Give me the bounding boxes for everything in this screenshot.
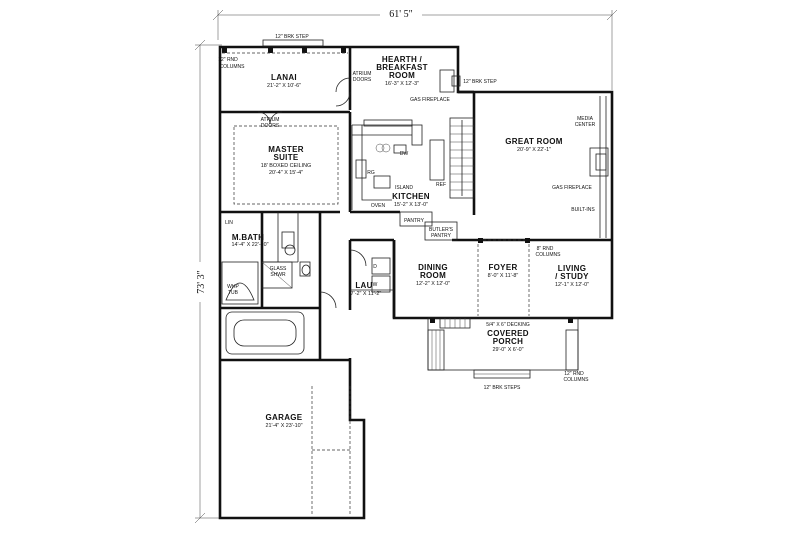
whp-tub-note-1: WHP (227, 284, 239, 290)
depth-dimension: 73' 3" (192, 39, 222, 524)
hearth-label-2: BREAKFAST (376, 63, 428, 72)
dining-label-1: DINING (418, 263, 448, 272)
butlers-pantry-note-1: BUTLER'S (429, 227, 454, 233)
gas-fireplace-great-note: GAS FIREPLACE (552, 185, 592, 191)
decking-note: 5/4" X 6" DECKING (486, 322, 530, 328)
dw-note: DW (400, 151, 409, 157)
glass-shower-note-2: SHWR (270, 272, 286, 278)
brk-step-top-note: 12" BRK STEP (275, 34, 309, 40)
porch-label-2: PORCH (493, 337, 523, 346)
hearth-label-3: ROOM (389, 71, 415, 80)
pantry-note: PANTRY (404, 218, 424, 224)
whp-tub-note-2: TUB (228, 290, 239, 296)
dining-label-2: ROOM (420, 271, 446, 280)
glass-shower-note-1: GLASS (270, 266, 287, 272)
rnd-columns-bottom-note-2: COLUMNS (563, 377, 589, 383)
rnd-columns-8-note-2: COLUMNS (535, 252, 561, 258)
atrium-note-1: ATRIUM (353, 71, 372, 77)
garage-label: GARAGE (266, 413, 303, 422)
dining-size: 12'-2" X 12'-0" (416, 281, 450, 287)
garage-size: 21'-4" X 23'-10" (265, 423, 302, 429)
ref-note: REF (436, 182, 446, 188)
lanai-details (222, 39, 351, 107)
hearth-label-1: HEARTH / (382, 55, 423, 64)
rnd-columns-bottom-note-1: 12" RND (564, 371, 584, 377)
oven-note: OVEN (371, 203, 386, 209)
master-ceiling-note: 18' BOXED CEILING (261, 163, 311, 169)
living-size: 12'-1" X 12'-0" (555, 282, 589, 288)
laundry-appliances (319, 249, 391, 309)
great-room-label: GREAT ROOM (505, 137, 563, 146)
boxed-ceiling (233, 125, 339, 205)
washer-note: W (373, 282, 378, 288)
atrium-note-2: DOORS (353, 77, 372, 83)
living-label-1: LIVING (558, 264, 586, 273)
built-ins-note: BUILT-INS (571, 207, 595, 213)
garage-doors (311, 386, 351, 516)
foyer-label: FOYER (488, 263, 517, 272)
hearth-size: 16'-3" X 12'-3" (385, 81, 419, 87)
porch-size: 29'-0" X 6'-0" (492, 347, 523, 353)
lanai-size: 21'-2" X 10'-6" (267, 83, 301, 89)
width-dimension-label: 61' 5" (389, 9, 412, 20)
gas-fireplace-top-note: GAS FIREPLACE (410, 97, 450, 103)
dryer-note: D (373, 264, 377, 270)
rg-note: RG (367, 170, 375, 176)
mbath-label: M.BATH (232, 233, 264, 242)
mbath-size: 14'-4" X 22'-10" (231, 242, 268, 248)
laundry-size: 7'-2" X 11'-2" (351, 291, 382, 297)
foyer-porch-details (427, 238, 579, 379)
lin-note: LIN (225, 220, 233, 226)
foyer-size: 8'-0" X 11'-8" (488, 273, 519, 279)
rnd-columns-left-note-1: 12" RND (218, 57, 238, 63)
kitchen-counters (351, 119, 445, 210)
great-room-features (589, 96, 609, 238)
depth-dimension-label: 73' 3" (196, 270, 207, 293)
master-size: 20'-4" X 15'-4" (269, 170, 303, 176)
master-label-1: MASTER (268, 145, 304, 154)
great-room-size: 20'-9" X 22'-1" (517, 147, 551, 153)
laundry-label: LAU (355, 281, 372, 290)
hearth-fireplace (439, 69, 455, 93)
pantry-box (399, 211, 433, 227)
lanai-label: LANAI (271, 73, 297, 82)
atrium-master-note-2: DOORS (261, 123, 280, 129)
kitchen-size: 15'-2" X 13'-0" (394, 202, 428, 208)
living-label-2: / STUDY (555, 272, 589, 281)
width-dimension: 61' 5" (212, 6, 618, 90)
atrium-master-note-1: ATRIUM (261, 117, 280, 123)
media-center-note-1: MEDIA (577, 116, 594, 122)
master-label-2: SUITE (273, 153, 298, 162)
kitchen-label: KITCHEN (392, 192, 430, 201)
butler-pantry-box (424, 221, 458, 241)
brk-steps-bottom-note: 12" BRK STEPS (484, 385, 521, 391)
media-center-note-2: CENTER (575, 122, 596, 128)
island-note: ISLAND (395, 185, 413, 191)
rnd-columns-8-note-1: 8" RND (537, 246, 554, 252)
butlers-pantry-note-2: PANTRY (431, 233, 451, 239)
stairs (449, 117, 475, 199)
brk-step-right-note: 12" BRK STEP (463, 79, 497, 85)
rnd-columns-left-note-2: COLUMNS (219, 64, 245, 70)
bath-fixtures (221, 231, 311, 355)
porch-label-1: COVERED (487, 329, 529, 338)
